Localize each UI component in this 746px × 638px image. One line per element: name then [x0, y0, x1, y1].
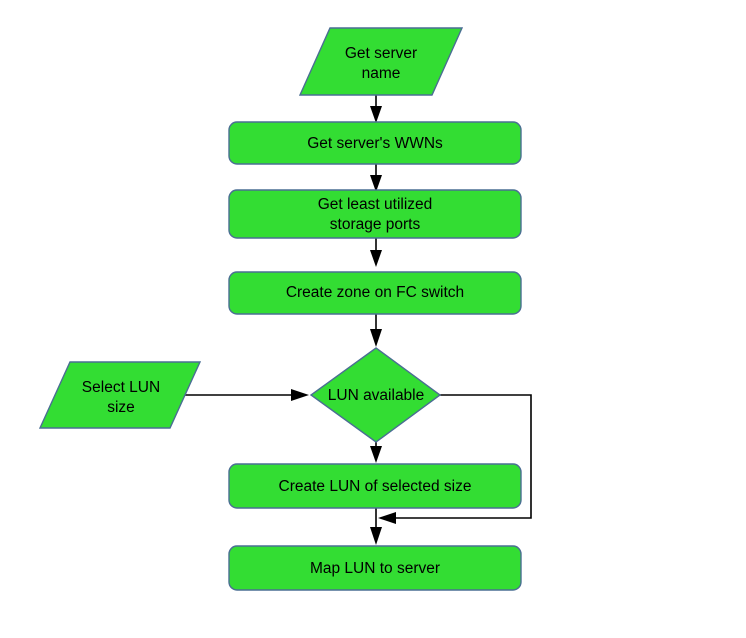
edge-decision-bypass-to-map [378, 394, 532, 524]
select-lun-size-shape[interactable] [38, 361, 202, 429]
get-ports-shape[interactable] [228, 189, 522, 239]
node-map-lun[interactable]: Map LUN to server [228, 545, 522, 591]
get-ports-label-line1: Get least utilized [318, 196, 433, 213]
get-server-name-label-line2: name [362, 65, 401, 82]
edge-layer [172, 95, 532, 545]
node-lun-available[interactable]: LUN available [309, 347, 442, 443]
get-server-name-shape[interactable] [298, 27, 464, 96]
get-ports-label-line2: storage ports [330, 216, 421, 233]
select-lun-size-label-line1: Select LUN [82, 379, 160, 396]
map-lun-shape[interactable] [228, 545, 522, 591]
get-wwns-shape[interactable] [228, 121, 522, 165]
edge-create-lun-to-map [370, 508, 382, 545]
create-zone-label: Create zone on FC switch [286, 284, 464, 301]
edge-decision-to-create-lun [370, 442, 382, 463]
node-select-lun-size[interactable]: Select LUN size [38, 361, 202, 429]
create-lun-shape[interactable] [228, 463, 522, 509]
create-lun-label: Create LUN of selected size [279, 478, 472, 495]
edge-zone-to-decision [370, 313, 382, 347]
lun-available-shape[interactable] [309, 347, 442, 443]
edge-select-size-to-decision [172, 389, 309, 401]
map-lun-label: Map LUN to server [310, 560, 440, 577]
lun-available-label: LUN available [328, 387, 425, 404]
node-get-server-name[interactable]: Get server name [298, 27, 464, 96]
get-server-name-label-line1: Get server [345, 45, 417, 62]
node-create-lun[interactable]: Create LUN of selected size [228, 463, 522, 509]
edge-wwns-to-ports [370, 163, 382, 192]
node-get-ports[interactable]: Get least utilized storage ports [228, 189, 522, 239]
node-create-zone[interactable]: Create zone on FC switch [228, 271, 522, 315]
create-zone-shape[interactable] [228, 271, 522, 315]
get-wwns-label: Get server's WWNs [307, 135, 443, 152]
select-lun-size-label-line2: size [107, 399, 135, 416]
edge-server-name-to-wwns [370, 95, 382, 123]
node-get-wwns[interactable]: Get server's WWNs [228, 121, 522, 165]
node-layer: Get server name Get server's WWNs Get le… [38, 27, 522, 591]
edge-ports-to-zone [370, 238, 382, 267]
